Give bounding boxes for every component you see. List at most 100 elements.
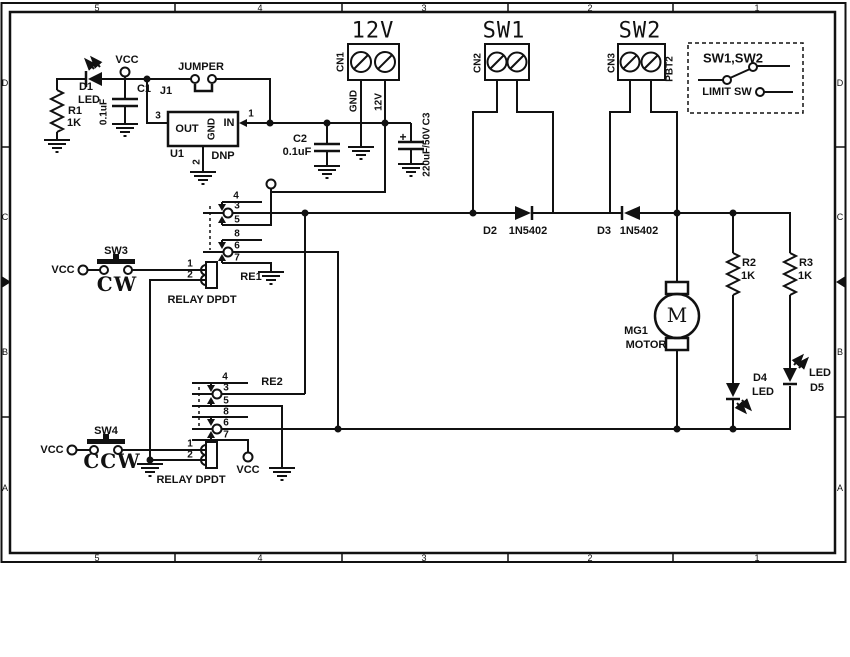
r1-ref-label: R1 [67,105,83,117]
sw4-vcc-label: VCC [40,444,64,456]
resistor-r1 [48,89,66,133]
cn3-ref-label: CN3 [606,52,618,74]
re1-pin8-label: 8 [234,228,240,240]
cn1-gnd-label: GND [348,89,360,113]
re2-vcc-label: VCC [236,464,260,476]
re1-pin3-label: 3 [234,200,240,212]
re2-coil-pin2-label: 2 [187,449,193,461]
u1-pin3-label: 3 [155,110,161,122]
u1-ref-label: U1 [169,148,185,160]
relay-re1-contacts [209,202,234,263]
re2-ref-label: RE2 [261,376,283,388]
mg1-type-label: MOTOR [625,339,667,351]
cn1-title-label: 12V [351,18,395,44]
motor-m-label: M [666,303,688,327]
re1-pin6-label: 6 [234,240,240,252]
zone-number-5: 5 [94,553,100,563]
r3-value-label: 1K [797,270,813,282]
capacitor-c3 [398,140,424,151]
pushbutton-sw3-icon [97,254,135,275]
zone-number-2: 2 [587,553,593,563]
re2-pin7-label: 7 [223,429,229,441]
u1-gnd-label: GND [206,117,218,141]
c1-ref-label: C1 [136,83,152,95]
zone-number-2: 2 [587,2,593,13]
relay-re1-coil [200,261,218,289]
re1-ref-label: RE1 [240,271,262,283]
zone-number-4: 4 [257,2,263,13]
sw3-cw-label: CW [96,272,138,296]
r2-ref-label: R2 [741,257,757,269]
sw4-ref-label: SW4 [94,425,118,437]
r1-value-label: 1K [66,117,82,129]
sw1-title-label: SW1 [482,18,526,44]
sw4-ccw-label: CCW [83,449,141,473]
re2-coil-pin1-label: 1 [187,438,193,450]
r3-ref-label: R3 [798,257,814,269]
c2-value-label: 0.1uF [282,146,312,158]
zone-number-3: 3 [421,2,427,13]
center-mark-right [836,276,846,288]
re2-pin6-label: 6 [223,417,229,429]
relay-re2-coil [200,441,218,469]
connector-cn2 [484,43,530,81]
zone-number-5: 5 [94,2,100,13]
re1-pin5-label: 5 [234,214,240,226]
zone-letter-B: B [1,347,9,357]
jumper-title-label: JUMPER [178,61,224,73]
motor-mg1-icon [653,280,701,352]
sheet-border [0,2,847,563]
u1-in-label: IN [223,117,235,129]
resistor-r2 [724,252,742,296]
re2-type-label: RELAY DPDT [156,474,226,486]
led-d5-icon [783,353,809,386]
legend-box [687,42,804,114]
zone-number-3: 3 [421,553,427,563]
legend-title: SW1,SW2 [703,50,763,66]
d3-value-label: 1N5402 [619,225,659,237]
zone-number-4: 4 [257,553,263,563]
c3-value-label: 220uF/50V [421,127,433,177]
d3-ref-label: D3 [596,225,612,237]
cn2-ref-label: CN2 [472,52,484,74]
cn1-ref-label: CN1 [335,51,347,73]
sw3-vcc-label: VCC [51,264,75,276]
led-d4-icon [726,383,752,415]
re2-pin5-label: 5 [223,395,229,407]
zone-letter-A: A [1,483,9,493]
re1-coil-pin1-label: 1 [187,258,193,270]
c2-ref-label: C2 [292,133,308,145]
capacitor-c2 [314,142,340,153]
zone-number-1: 1 [754,2,760,13]
j1-ref-label: J1 [159,85,173,97]
c3-ref-label: C3 [421,112,433,126]
re2-pin4-label: 4 [222,371,228,383]
re2-pin8-label: 8 [223,406,229,418]
d2-ref-label: D2 [482,225,498,237]
r2-value-label: 1K [740,270,756,282]
zone-letter-B: B [836,347,844,357]
d5-ref-label: D5 [809,382,825,394]
re1-type-label: RELAY DPDT [167,294,237,306]
u1-out-label: OUT [175,123,199,135]
zone-letter-D: D [836,78,844,88]
zone-number-1: 1 [754,553,760,563]
regulator-u1 [166,110,247,148]
c1-value-label: 0.1uF [98,98,110,126]
u1-pin1-label: 1 [248,108,254,120]
sw2-title-label: SW2 [618,18,662,44]
re2-pin3-label: 3 [223,382,229,394]
junction-dots [143,75,737,464]
zone-letter-C: C [1,212,9,222]
wires [56,76,791,468]
zone-letter-C: C [836,212,844,222]
vcc-d1-label: VCC [115,54,139,66]
center-mark-left [1,276,11,288]
d1-ref-label: D1 [78,81,94,93]
led-d1-icon [84,55,103,87]
c3-plus-label: + [399,130,407,144]
capacitor-c1 [112,97,138,108]
d5-type-label: LED [809,367,831,379]
d4-type-label: LED [752,386,774,398]
